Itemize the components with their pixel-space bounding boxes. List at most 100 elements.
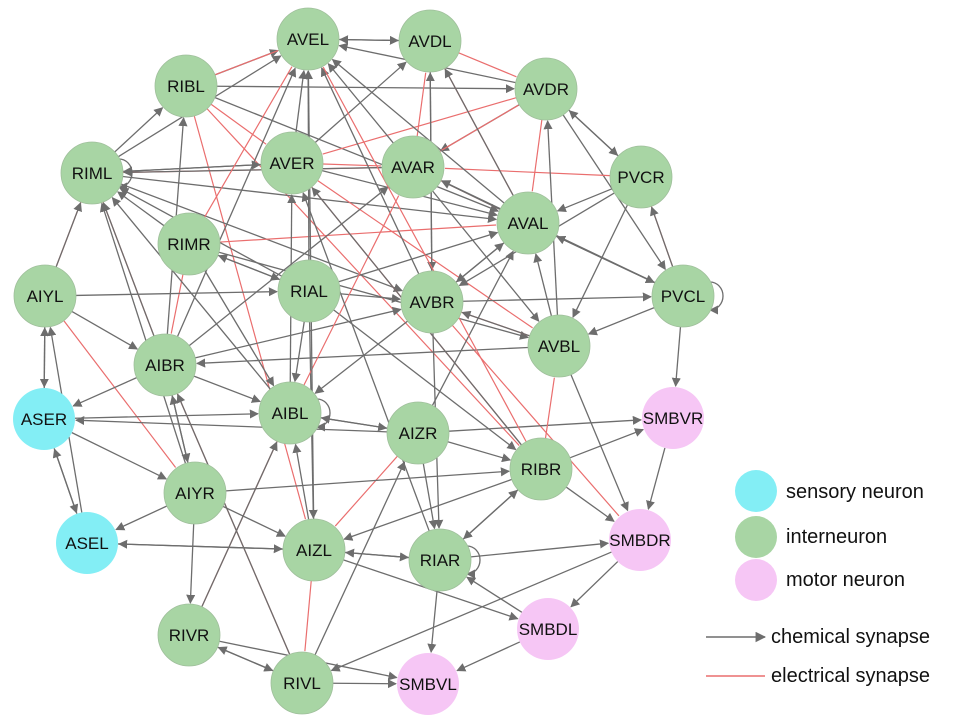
- neuron-circle: [13, 264, 77, 328]
- neuron-node-ribr: RIBR: [509, 437, 573, 501]
- neuron-node-smbdl: SMBDL: [517, 598, 579, 660]
- neuron-circle: [163, 461, 227, 525]
- neuron-label: PVCR: [617, 168, 664, 187]
- chemical-synapse-aiyl-rial: [75, 287, 278, 297]
- neuron-circle: [386, 401, 450, 465]
- neuron-node-aiyr: AIYR: [163, 461, 227, 525]
- chemical-synapse-smbdl-smbvl: [456, 641, 521, 672]
- neuron-node-avbl: AVBL: [527, 314, 591, 378]
- chemical-synapse-avbr-avel: [321, 67, 420, 275]
- self-loop-pvcl: [709, 281, 724, 315]
- chemical-synapse-pvcr-aval: [556, 188, 613, 213]
- chemical-synapse-aval-avel: [331, 58, 505, 204]
- neuron-label: SMBVR: [643, 409, 703, 428]
- electrical-synapse-ribl-aizl: [193, 115, 307, 520]
- neuron-circle: [514, 57, 578, 121]
- chemical-synapse-aizr-aval: [431, 250, 514, 406]
- neuron-circle: [258, 381, 322, 445]
- electrical-synapse-ribl-avel: [214, 49, 279, 76]
- chemical-synapse-aser-aibl: [74, 409, 259, 419]
- legend-interneuron-label: interneuron: [786, 526, 887, 548]
- chemical-synapse-rial-ribr: [333, 309, 517, 451]
- chemical-synapse-riar-aver: [301, 192, 430, 532]
- neuron-circle: [154, 54, 218, 118]
- neuron-circle: [400, 270, 464, 334]
- chemical-synapse-riar-aizl: [344, 548, 410, 559]
- chemical-synapse-aibr-aser: [72, 377, 137, 407]
- chemical-synapse-aser-aiyr: [71, 432, 168, 480]
- chemical-synapse-aizr-aser: [75, 415, 388, 433]
- neuron-label: ASER: [21, 410, 67, 429]
- chemical-synapse-avbl-avbr: [461, 310, 530, 337]
- neuron-node-smbdr: SMBDR: [609, 509, 671, 571]
- neuron-circle: [651, 264, 715, 328]
- chemical-synapse-aibr-avel: [176, 67, 297, 337]
- chemical-synapse-smbdl-riar: [466, 576, 523, 613]
- neuron-node-aizl: AIZL: [282, 518, 346, 582]
- electrical-synapse-rimr-aibr: [170, 274, 184, 334]
- neuron-circle: [509, 437, 573, 501]
- chemical-synapse-aver-avel: [295, 69, 308, 133]
- electrical-synapse-avdr-aver: [322, 97, 517, 155]
- chemical-synapse-aizr-aibl: [320, 414, 388, 429]
- neuron-label: RIBL: [167, 77, 205, 96]
- self-loop-aibl: [316, 398, 331, 432]
- neuron-node-avel: AVEL: [276, 7, 340, 71]
- neuron-label: RIAL: [290, 282, 328, 301]
- neuron-node-pvcl: PVCL: [651, 264, 715, 328]
- chemical-synapse-asel-aser: [52, 448, 78, 514]
- neuron-node-rimr: RIMR: [157, 212, 221, 276]
- neuron-node-pvcr: PVCR: [609, 145, 673, 209]
- chemical-synapse-aver-riml: [123, 163, 262, 176]
- neuron-circle: [398, 9, 462, 73]
- legend-chemical-label: chemical synapse: [771, 626, 930, 648]
- chemical-synapse-rial-aibl: [291, 321, 305, 383]
- electrical-synapse-aizl-rivl: [304, 580, 312, 652]
- chemical-synapse-rimr-riml: [117, 191, 165, 227]
- neuron-node-rivl: RIVL: [270, 651, 334, 715]
- neuron-node-smbvl: SMBVL: [397, 653, 459, 715]
- neuron-label: AVER: [269, 154, 314, 173]
- electrical-synapse-ribr-avbl: [544, 377, 555, 439]
- legend-motor-swatch: [735, 559, 777, 601]
- neuron-label: AIBL: [272, 404, 309, 423]
- chemical-synapse-ribr-aizl: [343, 478, 513, 541]
- chemical-synapse-riml-avbr: [120, 183, 403, 292]
- chemical-synapse-ribr-smbvr: [569, 428, 644, 459]
- chemical-synapse-aiyr-asel: [115, 505, 168, 531]
- chemical-synapse-aiyr-ribr: [225, 467, 510, 492]
- self-loop-riar: [466, 545, 481, 579]
- chemical-synapse-rivl-rivr: [217, 646, 274, 672]
- neuron-circle: [56, 512, 118, 574]
- chemical-synapse-aibr-riml: [102, 202, 155, 337]
- neuron-node-aver: AVER: [260, 131, 324, 195]
- chemical-synapse-aval-avdl: [444, 68, 514, 197]
- electrical-synapse-rimr-avel: [204, 66, 293, 218]
- neuron-label: AVDR: [523, 80, 569, 99]
- neuron-label: AVEL: [287, 30, 329, 49]
- neuron-circle: [527, 314, 591, 378]
- chemical-synapse-pvcl-avbl: [587, 306, 655, 336]
- chemical-synapse-avar-avel: [327, 63, 394, 144]
- electrical-synapse-ribl-aver: [210, 103, 267, 145]
- neuron-node-smbvr: SMBVR: [642, 387, 704, 449]
- chemical-synapse-avbr-aval: [455, 242, 504, 283]
- neuron-label: AVAL: [508, 214, 549, 233]
- neuron-label: SMBDR: [609, 531, 670, 550]
- chemical-synapse-riar-ribr: [462, 489, 518, 540]
- neuron-label: RIVR: [169, 626, 210, 645]
- legend-electrical-label: electrical synapse: [771, 665, 930, 687]
- legend-sensory-swatch: [735, 470, 777, 512]
- neuron-node-riar: RIAR: [408, 528, 472, 592]
- chemical-synapse-aizr-ribr: [447, 441, 512, 463]
- chemical-synapse-smbdr-smbdl: [570, 561, 619, 608]
- chemical-synapse-avar-riml: [123, 166, 383, 177]
- neuron-node-aibl: AIBL: [258, 381, 322, 445]
- electrical-synapse-avdr-aval: [531, 119, 543, 192]
- chemical-synapse-rivl-aibr: [176, 393, 291, 655]
- neuron-circle: [277, 259, 341, 323]
- neuron-node-avbr: AVBR: [400, 270, 464, 334]
- neuron-node-rial: RIAL: [277, 259, 341, 323]
